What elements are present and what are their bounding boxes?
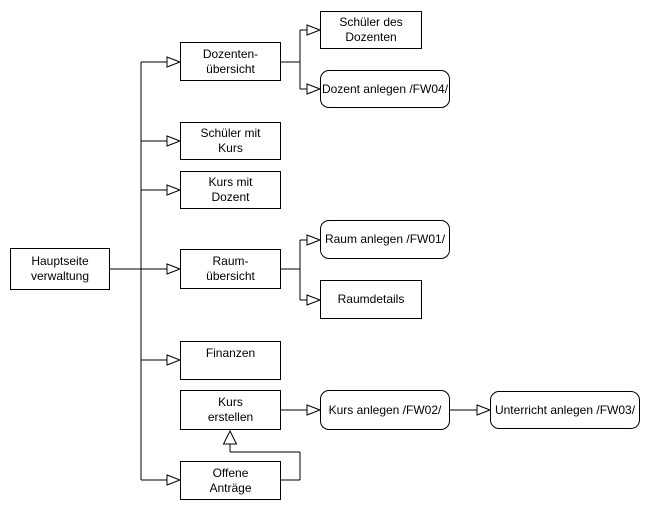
- node-kurs-mit-dozent[interactable]: Kurs mit Dozent: [180, 171, 281, 209]
- node-label: Hauptseite verwaltung: [30, 254, 90, 283]
- node-label: Schüler mit Kurs: [200, 126, 261, 155]
- edge-hauptseite-finanzen: [141, 354, 182, 366]
- node-label: Schüler des Dozenten: [339, 15, 403, 44]
- node-dozent-anlegen-fw04[interactable]: Dozent anlegen /FW04/: [320, 70, 450, 108]
- node-kurs-anlegen-fw02[interactable]: Kurs anlegen /FW02/: [320, 390, 450, 430]
- arrowhead-icon: [166, 474, 182, 486]
- arrowhead-icon: [166, 56, 182, 68]
- edge-kurs-erstellen-kurs-anlegen: [281, 404, 322, 416]
- node-label: Kurs erstellen: [207, 395, 254, 424]
- node-label: Kurs mit Dozent: [208, 175, 253, 204]
- node-dozentenuebersicht[interactable]: Dozenten- übersicht: [180, 42, 281, 81]
- edge-kurs-anlegen-unterricht-anlegen: [450, 404, 492, 416]
- edge-raumuebersicht-raumdetails: [299, 269, 322, 306]
- node-label: Raum anlegen /FW01/: [324, 232, 446, 246]
- arrowhead-icon: [222, 429, 238, 445]
- node-label: Raum- übersicht: [206, 254, 255, 283]
- edge-dozentenuebersicht-schueler-des-dozenten: [281, 24, 322, 63]
- node-label: Offene Anträge: [209, 465, 252, 495]
- node-label: Finanzen: [205, 346, 256, 360]
- arrowhead-icon: [306, 24, 322, 36]
- node-label: Dozenten- übersicht: [202, 46, 259, 76]
- node-kurs-erstellen[interactable]: Kurs erstellen: [180, 390, 281, 430]
- node-label: Dozent anlegen /FW04/: [321, 81, 449, 96]
- arrowhead-icon: [166, 263, 182, 275]
- arrowhead-icon: [476, 404, 492, 416]
- edge-raumuebersicht-raum-anlegen: [281, 234, 322, 270]
- edge-dozentenuebersicht-dozent-anlegen: [299, 62, 322, 95]
- node-label: Unterricht anlegen /FW03/: [494, 402, 636, 417]
- node-offene-antraege[interactable]: Offene Anträge: [180, 461, 281, 500]
- edge-hauptseite-dozentenuebersicht: [141, 56, 182, 68]
- arrowhead-icon: [166, 184, 182, 196]
- arrowhead-icon: [166, 354, 182, 366]
- arrowhead-icon: [306, 83, 322, 95]
- node-raumuebersicht[interactable]: Raum- übersicht: [180, 249, 281, 289]
- node-raum-anlegen-fw01[interactable]: Raum anlegen /FW01/: [320, 220, 450, 259]
- arrowhead-icon: [306, 234, 322, 246]
- node-schueler-mit-kurs[interactable]: Schüler mit Kurs: [180, 122, 281, 160]
- node-hauptseite-verwaltung[interactable]: Hauptseite verwaltung: [10, 248, 110, 290]
- edge-hauptseite-schueler-mit-kurs: [141, 135, 182, 147]
- node-label: Raumdetails: [337, 292, 405, 306]
- arrowhead-icon: [166, 135, 182, 147]
- edge-hauptseite-raumuebersicht: [110, 263, 182, 275]
- edge-hauptseite-kurs-mit-dozent: [141, 184, 182, 196]
- node-raumdetails[interactable]: Raumdetails: [320, 280, 422, 319]
- arrowhead-icon: [306, 404, 322, 416]
- edge-hauptseite-offene-antraege: [141, 474, 182, 486]
- node-finanzen[interactable]: Finanzen: [180, 341, 281, 380]
- node-label: Kurs anlegen /FW02/: [328, 402, 442, 417]
- arrowhead-icon: [306, 294, 322, 306]
- node-schueler-des-dozenten[interactable]: Schüler des Dozenten: [320, 11, 422, 49]
- edge-offene-antraege-kurs-erstellen: [222, 429, 301, 481]
- node-unterricht-anlegen-fw03[interactable]: Unterricht anlegen /FW03/: [490, 391, 640, 429]
